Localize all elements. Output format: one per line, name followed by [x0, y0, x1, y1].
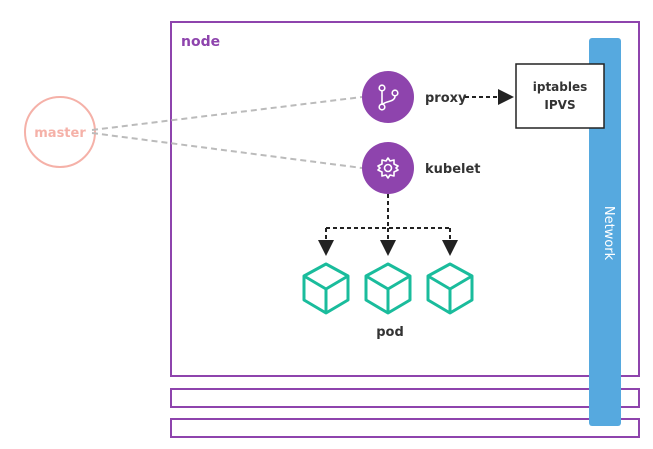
proxy-label: proxy: [425, 91, 467, 106]
master-label: master: [34, 126, 86, 141]
master-proxy-link: [91, 96, 363, 131]
pod-cube-3: [426, 262, 474, 315]
kubelet-pod-arrows: [318, 194, 458, 256]
network-label: Network: [601, 206, 616, 261]
iptables-box: [515, 63, 605, 129]
kubelet-label: kubelet: [425, 162, 481, 177]
master-circle: [24, 96, 96, 168]
iptables-label: iptables: [533, 80, 588, 94]
git-branch-icon: [378, 84, 399, 111]
node-box: [170, 21, 640, 377]
node-box-3: [170, 418, 640, 438]
node-label: node: [181, 34, 220, 50]
node-box-2: [170, 388, 640, 408]
pod-label: pod: [376, 325, 404, 340]
proxy-circle: [362, 71, 414, 123]
kubelet-circle: [362, 142, 414, 194]
pod-cube-2: [364, 262, 412, 315]
ipvs-label: IPVS: [544, 98, 575, 112]
network-bar: [589, 38, 621, 426]
pod-cube-1: [302, 262, 350, 315]
master-kubelet-link: [91, 132, 363, 169]
gear-icon: [377, 157, 399, 179]
